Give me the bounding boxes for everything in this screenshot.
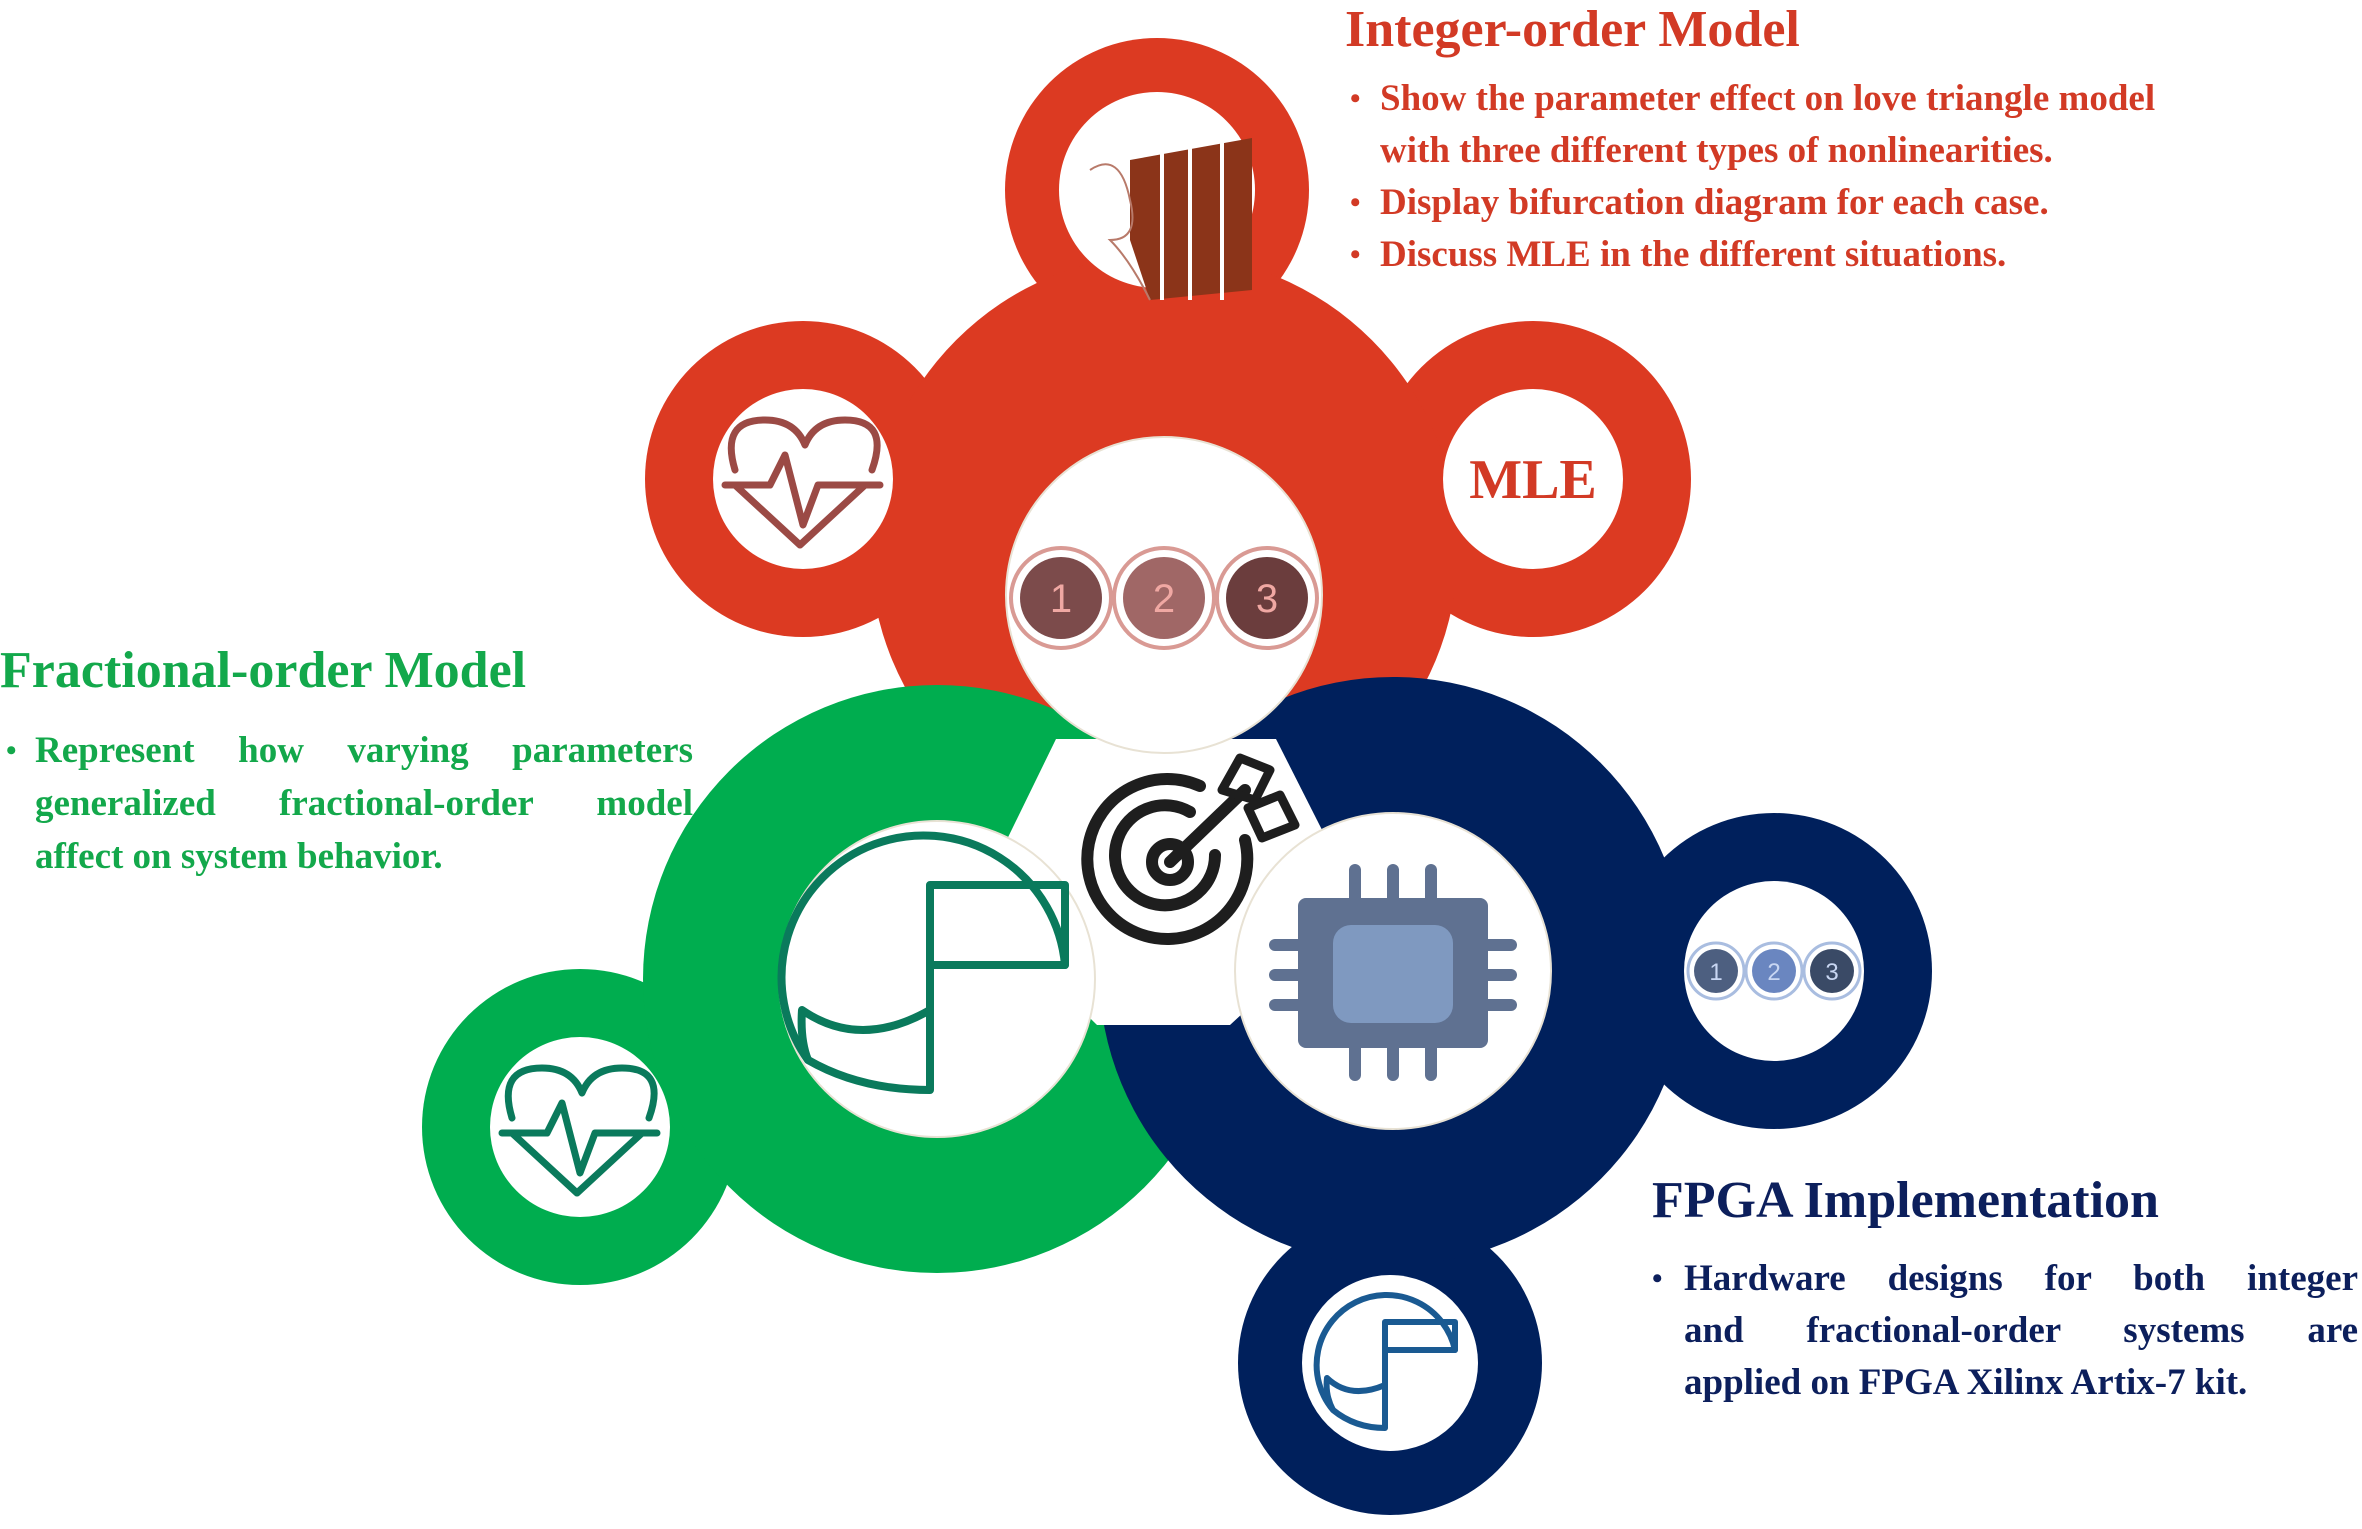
pie-chart-icon — [777, 831, 1069, 1094]
mle-label: MLE — [1469, 449, 1597, 511]
bullet: • — [1652, 1262, 1663, 1295]
target-arrow-icon — [1081, 753, 1300, 945]
step-number: 1 — [1050, 577, 1072, 621]
integer-bullet-1-line-2: with three different types of nonlineari… — [1380, 130, 2053, 171]
integer-order-title: Integer-order Model — [1345, 1, 1800, 58]
fpga-bullet-line-3: applied on FPGA Xilinx Artix-7 kit. — [1684, 1362, 2248, 1403]
bifurcation-diagram-icon — [1089, 138, 1252, 301]
bullet: • — [1350, 186, 1361, 219]
chip-icon — [1269, 864, 1517, 1081]
fpga-bullet-line-1: Hardware designs for both integer — [1684, 1258, 2358, 1299]
step-number: 2 — [1767, 959, 1780, 986]
integer-bullet-1-line-1: Show the parameter effect on love triang… — [1380, 78, 2156, 119]
fractional-bullet-line-3: affect on system behavior. — [35, 836, 443, 877]
fractional-bullet-line-1: Represent how varying parameters — [35, 730, 693, 771]
integer-bullet-2: Display bifurcation diagram for each cas… — [1380, 182, 2049, 223]
fpga-title: FPGA Implementation — [1652, 1172, 2159, 1229]
pie-chart-icon-navy — [1313, 1292, 1458, 1431]
fractional-order-title: Fractional-order Model — [0, 642, 527, 699]
integer-bullet-3: Discuss MLE in the different situations. — [1380, 234, 2007, 275]
steps-123-icon: 1 2 3 — [1009, 546, 1319, 650]
steps-123-icon-navy: 1 2 3 — [1686, 941, 1862, 1001]
heart-pulse-icon — [721, 416, 884, 549]
bullet: • — [1350, 82, 1361, 115]
bullet: • — [6, 734, 17, 767]
step-number: 3 — [1825, 959, 1838, 986]
step-number: 2 — [1153, 577, 1175, 621]
fpga-bullet-line-2: and fractional-order systems are — [1684, 1310, 2358, 1351]
heart-pulse-icon-green — [498, 1064, 661, 1197]
bullet: • — [1350, 238, 1361, 271]
step-number: 3 — [1256, 577, 1278, 621]
fractional-bullet-line-2: generalized fractional-order model — [35, 783, 693, 824]
step-number: 1 — [1709, 959, 1722, 986]
